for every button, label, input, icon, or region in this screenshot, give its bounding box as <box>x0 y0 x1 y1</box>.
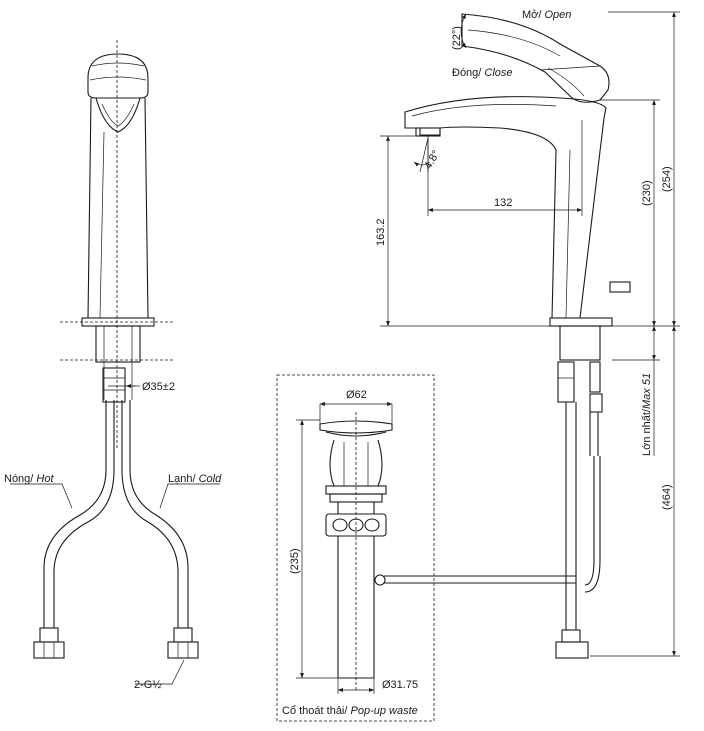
dim-drain-head: Ø62 <box>346 389 367 401</box>
dim-angle-spout: 4.8° <box>422 148 442 171</box>
dim-hole-diameter: Ø35±2 <box>142 381 175 393</box>
dim-angle-handle: (22°) <box>451 26 463 50</box>
dim-spout-height: 163.2 <box>375 218 387 246</box>
side-view <box>374 11 680 659</box>
label-close: Đóng/ Close <box>452 67 513 79</box>
dim-height-254: (254) <box>661 166 673 192</box>
label-popup-waste: Cổ thoát thải/ Pop-up waste <box>282 705 418 717</box>
dim-max-thickness: Lớn nhất/Max 51 <box>641 373 653 456</box>
dim-drain-length: (235) <box>289 548 301 574</box>
label-cold: Lạnh/ Cold <box>168 473 222 485</box>
dim-height-230: (230) <box>641 180 653 206</box>
dim-below-464: (464) <box>661 484 673 510</box>
dim-spout-reach: 132 <box>494 197 512 209</box>
front-view <box>10 40 220 685</box>
popup-waste-detail <box>276 374 435 722</box>
label-open: Mở/ Open <box>522 9 571 21</box>
dim-thread: 2-G½ <box>134 679 162 691</box>
dim-drain-pipe: Ø31.75 <box>382 679 418 691</box>
label-hot: Nóng/ Hot <box>4 473 54 485</box>
